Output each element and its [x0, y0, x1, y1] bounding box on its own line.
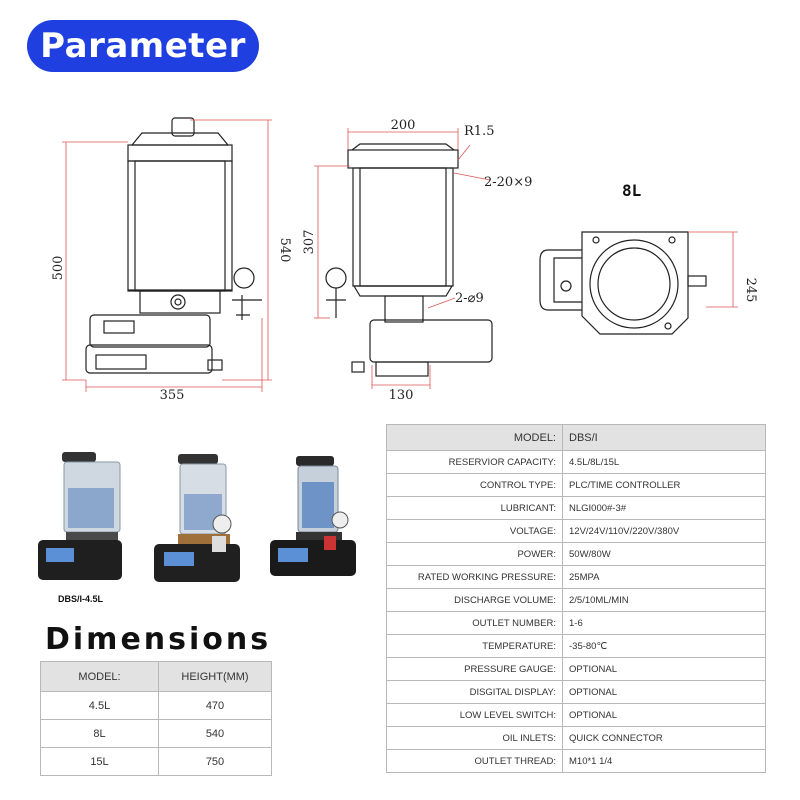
spec-value: OPTIONAL — [562, 680, 766, 704]
spec-key: LOW LEVEL SWITCH: — [386, 703, 563, 727]
front-height-inner-label: 540 — [277, 238, 292, 263]
spec-key: POWER: — [386, 542, 563, 566]
table-header-row: MODEL: DBS/I — [386, 424, 766, 451]
table-row: 15L 750 — [40, 747, 272, 776]
specifications-table: MODEL: DBS/I RESERVIOR CAPACITY:4.5L/8L/… — [386, 424, 766, 773]
table-row: RATED WORKING PRESSURE:25MPA — [386, 565, 766, 589]
side-holes-bottom-label: 2-⌀9 — [455, 291, 484, 306]
model-cell: 8L — [40, 719, 159, 748]
front-height-outer-label: 500 — [51, 256, 66, 281]
front-view — [85, 117, 262, 374]
table-row: OUTLET THREAD:M10*1 1/4 — [386, 749, 766, 773]
side-radius-label: R1.5 — [464, 124, 494, 139]
spec-value: QUICK CONNECTOR — [562, 726, 766, 750]
side-height-label: 307 — [302, 230, 317, 255]
spec-value: 2/5/10ML/MIN — [562, 588, 766, 612]
spec-value: DBS/I — [562, 424, 766, 451]
spec-value: -35-80℃ — [562, 634, 766, 658]
spec-key: VOLTAGE: — [386, 519, 563, 543]
spec-value: 25MPA — [562, 565, 766, 589]
height-cell: 540 — [158, 719, 272, 748]
front-width-label: 355 — [160, 388, 185, 403]
photo-caption: DBS/I-4.5L — [58, 594, 104, 604]
table-row: POWER:50W/80W — [386, 542, 766, 566]
table-row: OUTLET NUMBER:1-6 — [386, 611, 766, 635]
technical-drawing: 500 540 355 200 R1.5 2-20×9 307 2-⌀9 130… — [51, 117, 758, 403]
top-view — [539, 231, 707, 335]
height-cell: 470 — [158, 691, 272, 720]
spec-value: NLGI000#-3# — [562, 496, 766, 520]
table-row: TEMPERATURE:-35-80℃ — [386, 634, 766, 658]
spec-key: OUTLET NUMBER: — [386, 611, 563, 635]
side-view — [325, 143, 493, 377]
table-row: OIL INLETS:QUICK CONNECTOR — [386, 726, 766, 750]
spec-key: RESERVIOR CAPACITY: — [386, 450, 563, 474]
spec-value: PLC/TIME CONTROLLER — [562, 473, 766, 497]
dimensions-table: MODEL: HEIGHT(MM) 4.5L 470 8L 540 15L 75… — [40, 661, 272, 776]
table-row: DISGITAL DISPLAY:OPTIONAL — [386, 680, 766, 704]
spec-key: OUTLET THREAD: — [386, 749, 563, 773]
spec-key: CONTROL TYPE: — [386, 473, 563, 497]
spec-value: 12V/24V/110V/220V/380V — [562, 519, 766, 543]
table-row: PRESSURE GAUGE:OPTIONAL — [386, 657, 766, 681]
top-view-label: 8L — [622, 181, 641, 200]
side-holes-top-label: 2-20×9 — [484, 175, 532, 190]
top-view-depth-label: 245 — [743, 278, 758, 303]
table-row: DISCHARGE VOLUME:2/5/10ML/MIN — [386, 588, 766, 612]
spec-key: LUBRICANT: — [386, 496, 563, 520]
table-row: RESERVIOR CAPACITY:4.5L/8L/15L — [386, 450, 766, 474]
spec-value: 1-6 — [562, 611, 766, 635]
table-row: 8L 540 — [40, 719, 272, 748]
product-photo-8l — [154, 454, 240, 582]
model-cell: 4.5L — [40, 691, 159, 720]
spec-value: OPTIONAL — [562, 657, 766, 681]
table-row: 4.5L 470 — [40, 691, 272, 720]
model-cell: 15L — [40, 747, 159, 776]
spec-value: OPTIONAL — [562, 703, 766, 727]
spec-key: OIL INLETS: — [386, 726, 563, 750]
side-view-dimensions — [314, 128, 491, 389]
header-cell: HEIGHT(MM) — [158, 661, 272, 692]
product-photo-15l — [270, 456, 356, 576]
height-cell: 750 — [158, 747, 272, 776]
side-base-width-label: 130 — [389, 388, 414, 403]
parameter-badge: Parameter — [27, 20, 259, 72]
table-row: VOLTAGE:12V/24V/110V/220V/380V — [386, 519, 766, 543]
spec-key: RATED WORKING PRESSURE: — [386, 565, 563, 589]
table-row: CONTROL TYPE:PLC/TIME CONTROLLER — [386, 473, 766, 497]
front-view-dimensions — [62, 119, 272, 392]
spec-key: TEMPERATURE: — [386, 634, 563, 658]
top-view-dimensions — [688, 231, 738, 308]
spec-key: DISGITAL DISPLAY: — [386, 680, 563, 704]
table-row: LOW LEVEL SWITCH:OPTIONAL — [386, 703, 766, 727]
table-header-row: MODEL: HEIGHT(MM) — [40, 661, 272, 692]
product-photo-4-5l — [38, 452, 122, 580]
spec-value: 50W/80W — [562, 542, 766, 566]
spec-value: M10*1 1/4 — [562, 749, 766, 773]
spec-key: PRESSURE GAUGE: — [386, 657, 563, 681]
dimensions-title: Dimensions — [45, 622, 272, 657]
spec-key: DISCHARGE VOLUME: — [386, 588, 563, 612]
side-top-width-label: 200 — [391, 118, 416, 133]
spec-value: 4.5L/8L/15L — [562, 450, 766, 474]
spec-key: MODEL: — [386, 424, 563, 451]
table-row: LUBRICANT:NLGI000#-3# — [386, 496, 766, 520]
header-cell: MODEL: — [40, 661, 159, 692]
